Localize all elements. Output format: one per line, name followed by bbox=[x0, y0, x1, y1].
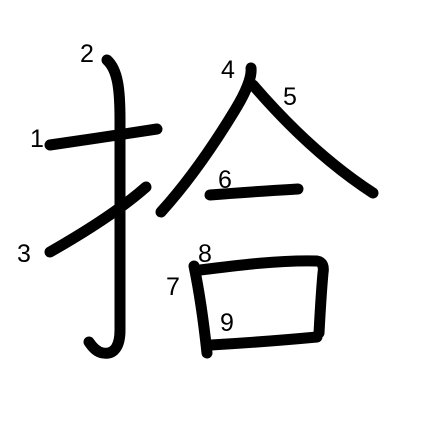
stroke-number-2: 2 bbox=[80, 40, 94, 68]
stroke-number-9: 9 bbox=[220, 309, 234, 337]
stroke-number-labels: 1 2 3 4 5 6 7 8 9 bbox=[17, 40, 297, 337]
stroke-number-6: 6 bbox=[218, 166, 232, 194]
stroke-6 bbox=[204, 183, 304, 201]
stroke-7 bbox=[188, 260, 213, 359]
stroke-9 bbox=[205, 331, 323, 351]
stroke-2 bbox=[83, 54, 126, 359]
stroke-number-1: 1 bbox=[30, 125, 44, 153]
stroke-5 bbox=[247, 79, 379, 199]
stroke-number-5: 5 bbox=[283, 83, 297, 111]
stroke-number-4: 4 bbox=[221, 56, 235, 84]
stroke-number-7: 7 bbox=[166, 273, 180, 301]
stroke-number-8: 8 bbox=[198, 240, 212, 268]
stroke-8 bbox=[194, 255, 329, 339]
stroke-4 bbox=[155, 62, 257, 218]
stroke-number-3: 3 bbox=[17, 240, 31, 268]
stroke-3 bbox=[44, 181, 152, 258]
character-strokes bbox=[44, 54, 379, 359]
stroke-1 bbox=[44, 123, 163, 151]
